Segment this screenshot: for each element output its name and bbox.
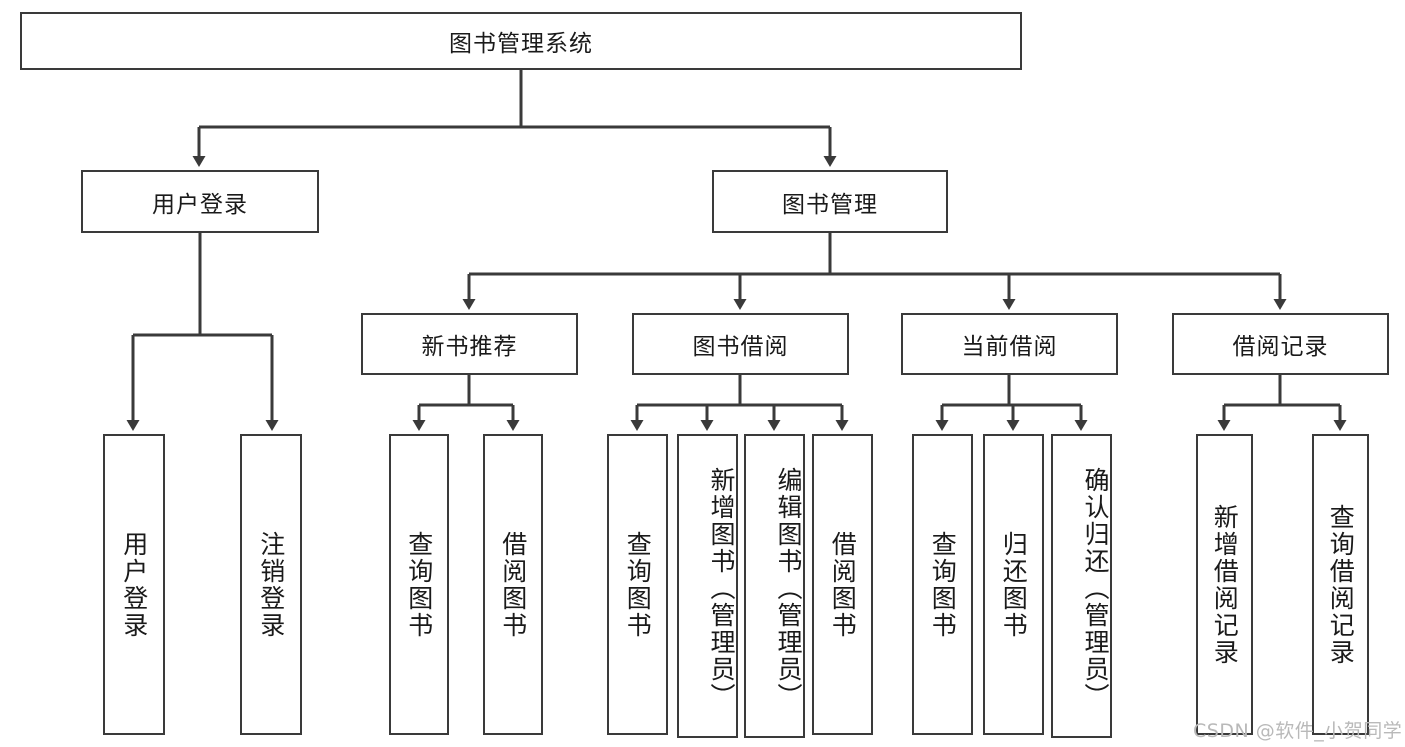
node-book-borrow-label: 图书借阅: [692, 334, 789, 360]
csdn-watermark: CSDN @软件_小贺同学: [1193, 720, 1403, 742]
node-leaf-confirm-return-label: 确认归还（管理员）: [1081, 466, 1110, 710]
node-new-book-rec-label: 新书推荐: [421, 334, 518, 360]
node-leaf-borrow-book-1[interactable]: 借阅图书: [483, 434, 543, 735]
node-leaf-query-book-3[interactable]: 查询图书: [912, 434, 973, 735]
node-leaf-add-book-label: 新增图书（管理员）: [707, 466, 736, 710]
node-user-login-label: 用户登录: [152, 191, 248, 218]
node-leaf-borrow-book-1-label: 借阅图书: [498, 530, 528, 639]
node-leaf-confirm-return[interactable]: 确认归还（管理员）: [1051, 434, 1112, 738]
node-leaf-borrow-book-2-label: 借阅图书: [828, 530, 858, 639]
node-leaf-user-login-label: 用户登录: [119, 530, 149, 639]
node-leaf-add-record[interactable]: 新增借阅记录: [1196, 434, 1253, 735]
node-leaf-query-book-2-label: 查询图书: [623, 530, 653, 639]
node-leaf-logout-label: 注销登录: [256, 530, 286, 639]
node-leaf-query-book-3-label: 查询图书: [928, 530, 958, 639]
node-borrow-record[interactable]: 借阅记录: [1172, 313, 1389, 375]
node-leaf-edit-book[interactable]: 编辑图书（管理员）: [744, 434, 805, 738]
node-root-label: 图书管理系统: [449, 31, 593, 57]
node-new-book-rec[interactable]: 新书推荐: [361, 313, 578, 375]
node-book-manage[interactable]: 图书管理: [712, 170, 948, 233]
node-root[interactable]: 图书管理系统: [20, 12, 1022, 70]
node-leaf-query-book-2[interactable]: 查询图书: [607, 434, 668, 735]
node-leaf-query-book-1[interactable]: 查询图书: [389, 434, 449, 735]
node-leaf-user-login[interactable]: 用户登录: [103, 434, 165, 735]
node-leaf-query-record-label: 查询借阅记录: [1326, 503, 1356, 666]
node-leaf-edit-book-label: 编辑图书（管理员）: [774, 466, 803, 710]
node-leaf-return-book[interactable]: 归还图书: [983, 434, 1044, 735]
node-user-login[interactable]: 用户登录: [81, 170, 319, 233]
node-leaf-query-record[interactable]: 查询借阅记录: [1312, 434, 1369, 735]
node-leaf-add-book[interactable]: 新增图书（管理员）: [677, 434, 738, 738]
node-book-manage-label: 图书管理: [782, 191, 878, 218]
node-current-borrow-label: 当前借阅: [961, 334, 1058, 360]
node-current-borrow[interactable]: 当前借阅: [901, 313, 1118, 375]
node-leaf-add-record-label: 新增借阅记录: [1210, 503, 1240, 666]
node-leaf-query-book-1-label: 查询图书: [404, 530, 434, 639]
node-book-borrow[interactable]: 图书借阅: [632, 313, 849, 375]
node-leaf-logout[interactable]: 注销登录: [240, 434, 302, 735]
node-leaf-return-book-label: 归还图书: [999, 530, 1029, 639]
node-borrow-record-label: 借阅记录: [1232, 334, 1329, 360]
node-leaf-borrow-book-2[interactable]: 借阅图书: [812, 434, 873, 735]
